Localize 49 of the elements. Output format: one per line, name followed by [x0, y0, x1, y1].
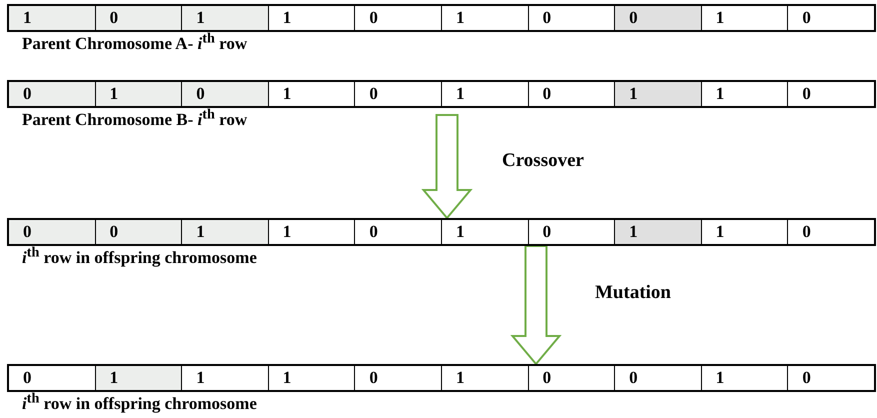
gene-cell: 0 [528, 366, 614, 390]
gene-cell: 0 [354, 366, 441, 390]
gene-cell-text: 0 [22, 367, 32, 389]
gene-cell: 1 [700, 82, 788, 106]
gene-cell: 1 [440, 82, 528, 106]
gene-cell: 1 [181, 6, 268, 30]
chromosome-row [7, 364, 876, 392]
gene-cell: 0 [181, 82, 268, 106]
gene-cell: 0 [94, 220, 182, 244]
gene-cell: 0 [614, 6, 701, 30]
row-caption: Parent Chromosome B- i$^{th}$ row [22, 110, 248, 130]
gene-cell: 1 [9, 6, 95, 30]
gene-cell: 0 [94, 6, 182, 30]
gene-cell: 0 [787, 6, 874, 30]
gene-cell: 1 [614, 220, 701, 244]
gene-cell: 1 [268, 6, 354, 30]
gene-cell: 1 [614, 82, 701, 106]
row-caption: i$^{th}$ row in offspring chromosome [22, 394, 257, 414]
gene-cell: 1 [268, 82, 354, 106]
gene-cell: 0 [9, 220, 95, 244]
gene-cell: 0 [787, 220, 874, 244]
edge-label: Mutation [595, 282, 671, 304]
gene-cell: 1 [700, 220, 788, 244]
gene-cell: 1 [94, 82, 182, 106]
gene-cell: 0 [787, 366, 874, 390]
gene-cell: 1 [440, 220, 528, 244]
gene-cell: 1 [181, 366, 268, 390]
gene-cell: 1 [268, 366, 354, 390]
gene-cell: 0 [787, 82, 874, 106]
row-caption: i$^{th}$ row in offspring chromosome [22, 248, 257, 268]
gene-cell: 1 [700, 6, 788, 30]
chromosome-row [7, 4, 876, 32]
gene-cell: 0 [354, 82, 441, 106]
gene-cell: 0 [354, 220, 441, 244]
gene-cell: 0 [354, 6, 441, 30]
row-caption: Parent Chromosome A- i$^{th}$ row [22, 34, 248, 54]
gene-cell: 0 [614, 366, 701, 390]
gene-cell: 1 [700, 366, 788, 390]
chromosome-row [7, 218, 876, 246]
block-arrow [510, 245, 562, 366]
gene-cell: 1 [94, 366, 182, 390]
gene-cell: 1 [440, 366, 528, 390]
gene-cell: 1 [268, 220, 354, 244]
gene-cell: 0 [9, 82, 95, 106]
gene-cell: 1 [181, 220, 268, 244]
block-arrow [421, 114, 473, 220]
chromosome-row [7, 80, 876, 108]
gene-cell: 1 [440, 6, 528, 30]
edge-label: Crossover [502, 150, 584, 172]
